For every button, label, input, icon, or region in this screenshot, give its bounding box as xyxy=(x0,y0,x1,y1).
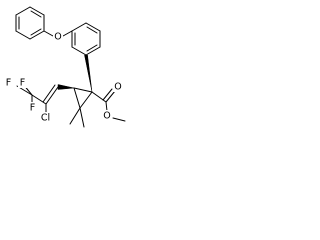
chloro-vinyl-chain xyxy=(16,83,59,115)
phenyl-ring-top xyxy=(15,6,45,40)
atom-label-chlorine: Cl xyxy=(41,113,50,124)
molecule-structure: O F F F Cl O O xyxy=(0,0,134,158)
stereo-wedge-aryl xyxy=(84,54,93,93)
atom-labels: O F F F Cl O O xyxy=(4,31,123,124)
ether-linkage xyxy=(43,30,73,37)
atom-label-fluorine-bottom: F xyxy=(30,103,35,114)
atom-label-fluorine-top-right: F xyxy=(20,78,25,89)
methyl-ester xyxy=(91,88,126,122)
atom-label-carbonyl-oxygen: O xyxy=(114,82,121,93)
phenyl-ring-main xyxy=(71,22,101,56)
structure-canvas: O F F F Cl O O xyxy=(4,6,126,128)
cyclopropane-ring xyxy=(73,87,93,109)
atom-label-ester-oxygen: O xyxy=(103,111,110,122)
stereo-wedge-vinyl xyxy=(57,84,75,90)
atom-label-fluorine-top-left: F xyxy=(6,78,11,89)
gem-dimethyl xyxy=(69,107,85,128)
atom-label-phenoxy-oxygen: O xyxy=(54,32,61,43)
